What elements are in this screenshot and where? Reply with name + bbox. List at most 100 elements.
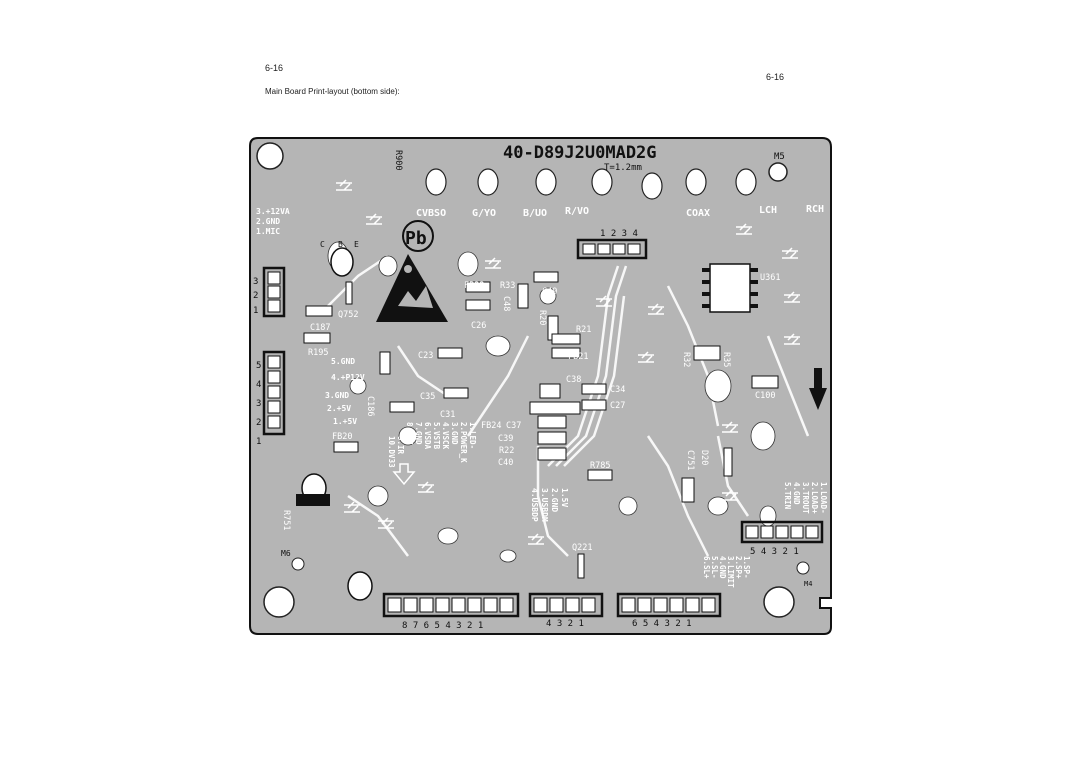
power-a-def-2: 4.+P12V [331, 373, 365, 382]
connector-label-lch: LCH [759, 205, 777, 216]
pin-defs-sl: 1.SP- 2.SP+ 3.LIMIT 4.GND 5.SL- 6.SL+ [702, 556, 751, 588]
label-c100: C100 [755, 391, 775, 401]
loader-def-3: 3.TROUT [801, 482, 810, 514]
panel-def-2: 2.POWER_K [459, 422, 468, 463]
loader-def-5: 5.TRIN [783, 482, 792, 510]
direction-arrow-icon [809, 368, 827, 410]
smd-pads [303, 271, 779, 579]
sl-def-4: 4.GND [718, 556, 727, 579]
loader-def-2: 2.LOAD+ [810, 482, 819, 514]
label-r33: R33 [500, 281, 515, 291]
header-bottom-6pin [616, 592, 722, 618]
sl-def-3: 3.LIMIT [726, 556, 735, 588]
connector-label-gyo: G/YO [472, 208, 496, 219]
header-top-4pin [576, 238, 648, 260]
sl-def-6: 6.SL+ [702, 556, 711, 579]
label-c186: C186 [365, 396, 375, 416]
header-top-pins: 1 2 3 4 [600, 229, 638, 239]
pin-defs-mic: 3.+12VA 2.GND 1.MIC [256, 207, 290, 236]
loader-def-4: 4.GND [792, 482, 801, 505]
header-bottom-4pin-label: 4 3 2 1 [546, 619, 584, 629]
left5-pin-1: 1 [256, 437, 261, 447]
left5-pin-5: 5 [256, 361, 261, 371]
label-c187: C187 [310, 323, 330, 333]
panel-def-10: 10.DV33 [387, 436, 396, 468]
panel-def-9: 9.IR [396, 436, 405, 455]
pin-defs-usb: 1.5V 2.GND 3.USBDM 4.USBDP [530, 488, 569, 522]
panel-def-8: 8.M5V [405, 422, 414, 445]
label-c49: C49 [542, 287, 557, 297]
panel-def-7: 7.GND [414, 422, 423, 445]
mic-def-3: 1.MIC [256, 227, 280, 236]
left-pin-3: 3 [253, 277, 258, 287]
panel-def-5: 5.VSTB [432, 422, 441, 450]
label-c39: C39 [498, 434, 513, 444]
transistor-bottom [347, 571, 373, 601]
board-part-number: 40-D89J2U0MAD2G [503, 143, 657, 163]
label-r21: R21 [576, 325, 591, 335]
mount-hole-bottom-left [263, 586, 295, 618]
panel-def-3: 3.GND [450, 422, 459, 445]
loader-def-1: 1.LOAD- [819, 482, 828, 514]
header-bottom-4pin [528, 592, 604, 618]
lead-free-mark: Pb [402, 220, 434, 252]
label-c38: C38 [566, 375, 581, 385]
transistor-q752 [330, 247, 354, 305]
label-q221: Q221 [572, 543, 592, 553]
sl-def-2: 2.SP+ [734, 556, 743, 579]
mount-label-m4: M4 [804, 580, 812, 588]
header-left-3pin [262, 266, 286, 318]
component-labels: R900 Q752 C187 R195 R194 C186 FB20 FB22 … [281, 150, 780, 553]
label-u361: U361 [760, 273, 780, 283]
capacitor-markers [336, 179, 800, 545]
label-fb21: FB21 [568, 352, 588, 362]
label-fb24: FB24 [481, 421, 501, 431]
left-pin-2: 2 [253, 291, 258, 301]
transistor-pin-e: E [354, 240, 359, 249]
mic-def-2: 2.GND [256, 217, 280, 226]
label-r751: R751 [281, 510, 291, 530]
header-bottom-8pin [382, 592, 520, 618]
panel-def-4: 4.VSCK [441, 422, 450, 450]
transistor-pin-c: C [320, 240, 325, 249]
left-pin-1: 1 [253, 306, 258, 316]
lead-free-text: Pb [405, 228, 427, 249]
power-b-def-1: 3.GND [325, 391, 349, 400]
pin-defs-loader: 1.LOAD- 2.LOAD+ 3.TROUT 4.GND 5.TRIN [783, 482, 828, 514]
label-c34: C34 [610, 385, 625, 395]
label-d20: D20 [699, 450, 709, 465]
label-c26: C26 [471, 321, 486, 331]
pin-defs-power: 5.GND 4.+P12V 3.GND 2.+5V 1.+5V [325, 357, 365, 426]
left5-pin-3: 3 [256, 399, 261, 409]
power-a-def-1: 5.GND [331, 357, 355, 366]
label-r194: R194 [380, 352, 390, 372]
label-fb20: FB20 [332, 432, 352, 442]
label-c35: C35 [420, 392, 435, 402]
connector-label-row: CVBSO G/YO B/UO R/VO COAX LCH RCH [416, 204, 824, 219]
label-r22: R22 [499, 446, 514, 456]
mount-hole-top-left [256, 142, 284, 170]
mount-label-m5: M5 [774, 152, 785, 162]
usb-def-4: 4.USBDP [530, 488, 539, 522]
transistor-bottom-left [296, 473, 330, 506]
label-r785: R785 [590, 461, 610, 471]
label-r195: R195 [308, 348, 328, 358]
page-number-right: 6-16 [766, 72, 785, 82]
header-right-pins: 5 4 3 2 1 [750, 547, 799, 557]
board-thickness: T=1.2mm [604, 163, 642, 173]
label-c23: C23 [418, 351, 433, 361]
power-b-def-2: 2.+5V [327, 404, 351, 413]
label-q752: Q752 [338, 310, 358, 320]
outline-arrow-icon [392, 463, 416, 486]
mic-def-1: 3.+12VA [256, 207, 290, 216]
connector-label-cvbso: CVBSO [416, 208, 446, 219]
copper-pads [327, 241, 777, 563]
sl-def-1: 1.SP- [742, 556, 751, 579]
power-b-def-3: 1.+5V [333, 417, 357, 426]
label-fb22: FB22 [464, 281, 484, 291]
mount-label-m6: M6 [281, 549, 291, 558]
header-bottom-6pin-label: 6 5 4 3 2 1 [632, 619, 692, 629]
mount-hole-bottom-right [763, 586, 795, 618]
header-right-5pin [740, 520, 824, 544]
label-c37: C37 [506, 421, 521, 431]
